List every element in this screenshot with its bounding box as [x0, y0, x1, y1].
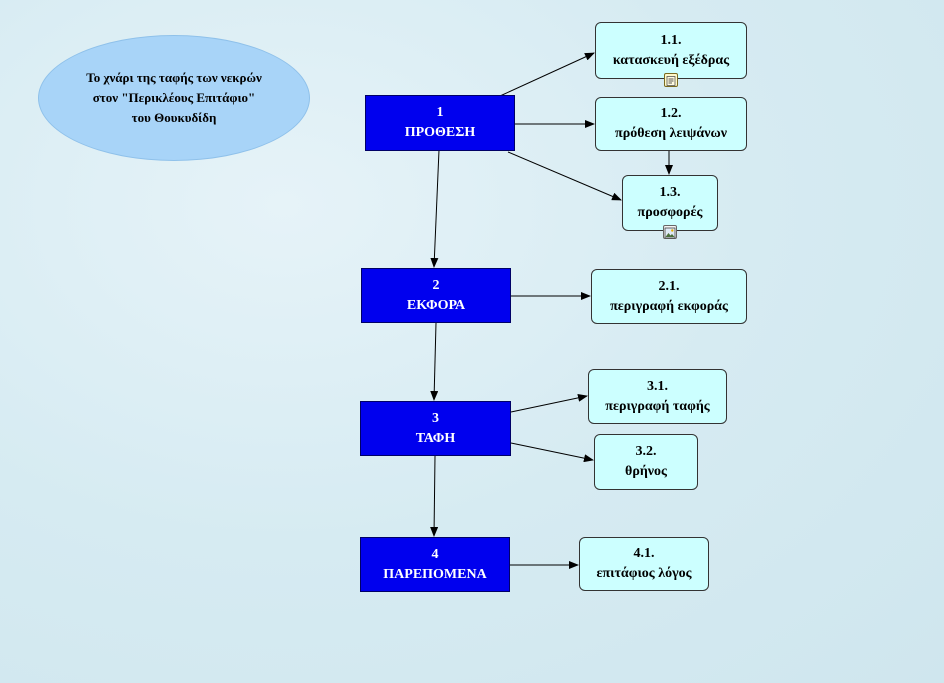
node-label: θρήνος	[625, 464, 667, 479]
node-3-2-thrinos[interactable]: 3.2. θρήνος	[594, 434, 698, 490]
node-3-1-perigrafi-tafis[interactable]: 3.1. περιγραφή ταφής	[588, 369, 727, 424]
node-1-3-prosfores[interactable]: 1.3. προσφορές	[622, 175, 718, 231]
node-4-parepomena[interactable]: 4 ΠΑΡΕΠΟΜΕΝΑ	[360, 537, 510, 592]
edge-1-to-2	[430, 149, 440, 268]
node-label: προσφορές	[637, 205, 703, 220]
edge-3-to-4	[430, 455, 439, 537]
edge-3-to-3-2	[510, 442, 594, 463]
note-icon-glyph	[666, 76, 676, 86]
edge-3-to-3-1	[510, 393, 588, 413]
node-number: 2.1.	[658, 278, 680, 294]
node-1-1-kataskevi-exedras[interactable]: 1.1. κατασκευή εξέδρας	[595, 22, 747, 79]
node-label: επιτάφιος λόγος	[596, 566, 692, 581]
edge-1-to-1-3	[507, 151, 622, 201]
node-number: 1	[436, 105, 444, 120]
node-label: κατασκευή εξέδρας	[612, 52, 730, 68]
note-icon[interactable]	[664, 73, 678, 87]
edge-1-to-1-1	[499, 52, 595, 97]
node-number: 4	[431, 546, 439, 562]
node-number: 3.1.	[647, 378, 668, 394]
title-line-2: στον "Περικλέους Επιτάφιο"	[92, 90, 256, 105]
node-1-2-prothesi-leipsanon[interactable]: 1.2. πρόθεση λειψάνων	[595, 97, 747, 151]
node-label: ΕΚΦΟΡΑ	[406, 297, 466, 313]
node-label: περιγραφή εκφοράς	[610, 298, 728, 314]
node-2-1-perigrafi-ekforas[interactable]: 2.1. περιγραφή εκφοράς	[591, 269, 747, 324]
picture-icon-glyph	[664, 227, 676, 239]
node-number: 1.2.	[660, 106, 682, 121]
node-number: 1.1.	[660, 32, 682, 48]
node-label: πρόθεση λειψάνων	[615, 126, 727, 141]
node-label: περιγραφή ταφής	[605, 398, 710, 414]
node-3-tafi[interactable]: 3 ΤΑΦΗ	[360, 401, 511, 456]
diagram-title: Το χνάρι της ταφής των νεκρών στον "Περι…	[38, 35, 310, 161]
title-line-1: Το χνάρι της ταφής των νεκρών	[86, 70, 262, 85]
node-number: 1.3.	[659, 185, 681, 200]
node-1-prothesi[interactable]: 1 ΠΡΟΘΕΣΗ	[365, 95, 515, 151]
node-number: 4.1.	[633, 546, 655, 561]
node-number: 2	[432, 277, 440, 293]
picture-icon[interactable]	[663, 225, 677, 239]
node-number: 3	[432, 410, 439, 426]
node-label: ΤΑΦΗ	[415, 430, 456, 446]
node-2-ekfora[interactable]: 2 ΕΚΦΟΡΑ	[361, 268, 511, 323]
node-number: 3.2.	[635, 444, 657, 459]
node-label: ΠΑΡΕΠΟΜΕΝΑ	[383, 566, 487, 582]
title-line-3: του Θουκυδίδη	[131, 110, 217, 125]
node-label: ΠΡΟΘΕΣΗ	[404, 125, 476, 140]
node-4-1-epitafios-logos[interactable]: 4.1. επιτάφιος λόγος	[579, 537, 709, 591]
edge-2-to-3	[430, 322, 439, 401]
